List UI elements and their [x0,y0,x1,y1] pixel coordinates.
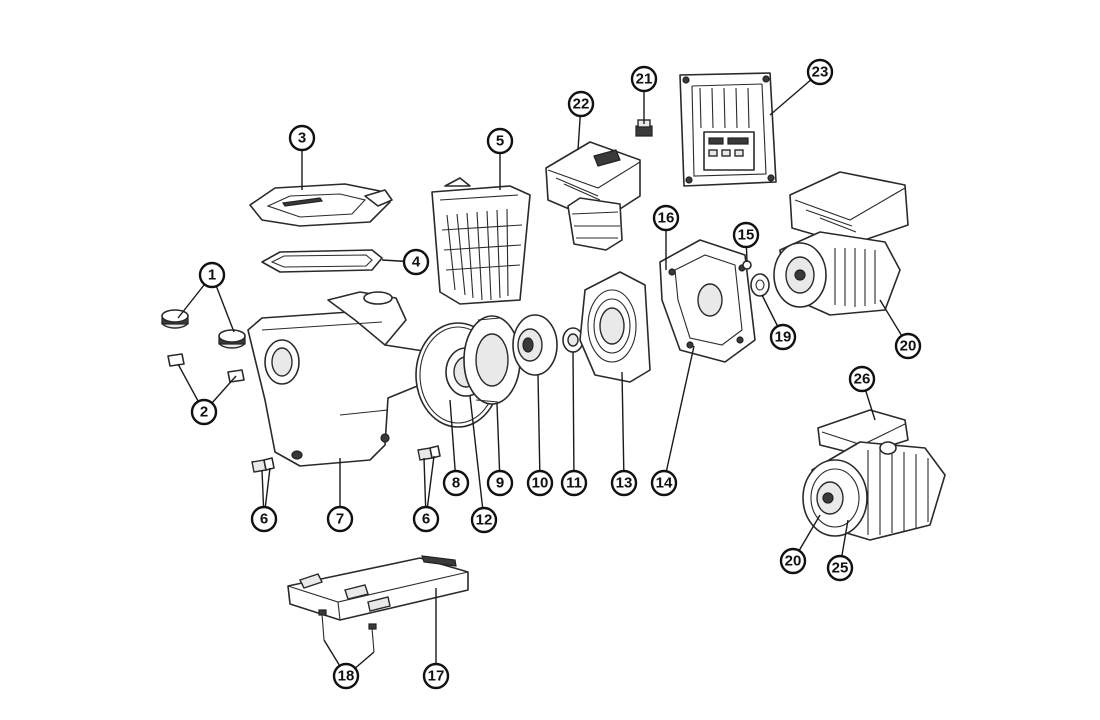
callout-21-label: 21 [636,71,653,88]
callout-8: 8 [442,469,470,497]
callout-3: 3 [288,124,316,152]
callout-11: 11 [560,469,588,497]
callout-5: 5 [486,127,514,155]
callout-9: 9 [486,469,514,497]
callout-7-label: 7 [336,511,344,528]
callout-20-upper-label: 20 [900,338,917,355]
callout-15-label: 15 [738,227,755,244]
callout-26: 26 [848,365,876,393]
callout-20-upper: 20 [894,332,922,360]
callout-3-label: 3 [298,130,306,147]
callout-5-label: 5 [496,133,504,150]
part-base [287,555,469,621]
callout-14-label: 14 [656,475,673,492]
part-seal-plate [579,271,651,383]
callout-22: 22 [567,90,595,118]
callout-19-label: 19 [775,329,792,346]
callout-8-label: 8 [452,475,460,492]
callout-20-lower-label: 20 [785,553,802,570]
part-drive-module [545,141,641,251]
callout-14: 14 [650,469,678,497]
callout-13-label: 13 [616,475,633,492]
callout-20-lower: 20 [779,547,807,575]
callout-2-label: 2 [200,404,208,421]
part-strainer-lid [249,183,393,227]
part-drain-plugs [251,445,441,473]
part-pump-housing [247,291,433,467]
part-impeller [512,314,558,376]
part-diffuser-plate [463,315,521,405]
callout-12-label: 12 [476,512,493,529]
callout-6-right-label: 6 [422,511,430,528]
callout-19: 19 [769,323,797,351]
part-base-screws [318,609,377,653]
callout-25: 25 [826,554,854,582]
part-lid-gasket [261,249,383,273]
callout-6-left: 6 [250,505,278,533]
callout-23-label: 23 [812,64,829,81]
callout-10: 10 [526,469,554,497]
callout-1: 1 [198,261,226,289]
callout-6-right: 6 [412,505,440,533]
callout-4-label: 4 [412,254,421,271]
callout-1-label: 1 [208,267,216,284]
callout-4: 4 [402,248,430,276]
callout-22-label: 22 [573,96,590,113]
callout-21: 21 [630,65,658,93]
callout-13: 13 [610,469,638,497]
callout-10-label: 10 [532,475,549,492]
callout-17: 17 [422,662,450,690]
part-motor-bracket [659,239,756,363]
callout-18: 18 [332,662,360,690]
callout-6-left-label: 6 [260,511,268,528]
part-motor-upper [773,171,909,316]
callout-17-label: 17 [428,668,445,685]
callout-2: 2 [190,398,218,426]
callout-18-label: 18 [338,668,355,685]
part-shaft-seal [562,327,584,353]
part-screw-washer [742,260,770,297]
part-motor-lower [802,409,946,541]
callout-16-label: 16 [658,210,675,227]
part-control-box [679,72,777,187]
callout-15: 15 [732,221,760,249]
part-strainer-basket [431,177,531,305]
callout-26-label: 26 [854,371,871,388]
callout-25-label: 25 [832,560,849,577]
callout-7: 7 [326,505,354,533]
callout-23: 23 [806,58,834,86]
callout-16: 16 [652,204,680,232]
callout-12: 12 [470,506,498,534]
callout-11-label: 11 [566,475,582,492]
callout-9-label: 9 [496,475,504,492]
